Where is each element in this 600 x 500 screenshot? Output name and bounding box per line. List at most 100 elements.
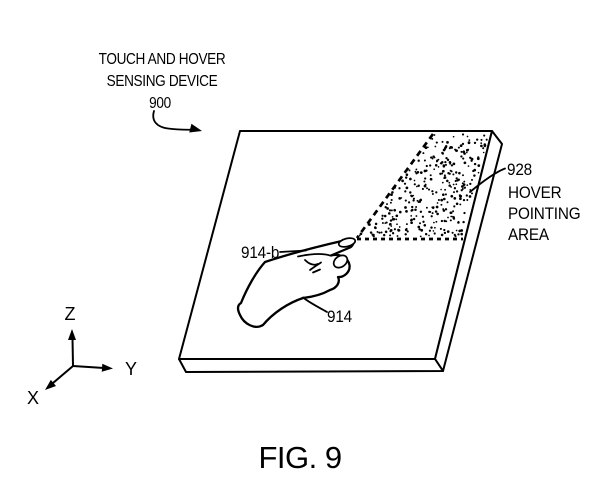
stipple-dot xyxy=(449,219,452,222)
stipple-dot xyxy=(443,174,446,177)
stipple-dot xyxy=(441,181,444,184)
stipple-dot xyxy=(473,162,477,166)
hover-area-label-line1: HOVER xyxy=(508,183,561,202)
stipple-dot xyxy=(448,184,451,187)
stipple-dot xyxy=(462,150,466,154)
stipple-dot xyxy=(450,215,453,218)
stipple-dot xyxy=(435,141,438,144)
stipple-dot xyxy=(386,203,388,206)
stipple-dot xyxy=(374,226,377,230)
stipple-dot xyxy=(455,229,458,232)
stipple-dot xyxy=(395,218,398,221)
stipple-dot xyxy=(467,141,471,145)
stipple-dot xyxy=(395,214,399,218)
stipple-dot xyxy=(480,142,483,144)
stipple-dot xyxy=(442,165,446,168)
stipple-dot xyxy=(415,206,418,208)
stipple-dot xyxy=(411,205,414,209)
stipple-dot xyxy=(404,206,407,209)
stipple-dot xyxy=(387,227,390,230)
stipple-dot xyxy=(384,230,388,234)
stipple-dot xyxy=(453,197,457,200)
stipple-dot xyxy=(468,195,472,198)
hover-ref-label: 928 xyxy=(507,160,532,179)
hover-pointing-area xyxy=(355,133,488,241)
stipple-dot xyxy=(436,212,439,216)
stipple-dot xyxy=(420,228,424,232)
stipple-dot xyxy=(443,147,447,150)
stipple-dot xyxy=(390,209,393,212)
stipple-dot xyxy=(459,197,462,201)
stipple-dot xyxy=(392,217,396,221)
stipple-dot xyxy=(369,231,373,234)
stipple-dot xyxy=(409,177,412,181)
stipple-dot xyxy=(477,164,481,167)
stipple-dot xyxy=(414,170,417,173)
stipple-dot xyxy=(440,188,442,191)
stipple-dot xyxy=(439,227,442,230)
stipple-dot xyxy=(443,228,446,232)
stipple-dot xyxy=(434,226,436,229)
stipple-dot xyxy=(455,183,458,186)
stipple-dot xyxy=(460,150,463,153)
stipple-dot xyxy=(425,164,428,168)
stipple-dot xyxy=(427,188,431,191)
stipple-dot xyxy=(445,156,448,160)
stipple-dot xyxy=(403,182,407,185)
stipple-dot xyxy=(433,221,435,224)
stipple-dot xyxy=(446,141,449,144)
stipple-dot xyxy=(416,199,419,202)
stipple-dot xyxy=(381,222,384,224)
stipple-dot xyxy=(384,222,387,224)
stipple-dot xyxy=(398,187,401,190)
stipple-dot xyxy=(463,180,466,183)
z-axis-arrowhead-icon xyxy=(68,329,76,340)
stipple-dot xyxy=(428,229,432,232)
stipple-dot xyxy=(383,214,387,218)
stipple-dot xyxy=(440,233,444,237)
stipple-dot xyxy=(412,217,416,221)
stipple-dot xyxy=(425,206,428,209)
stipple-dot xyxy=(463,186,466,189)
stipple-dot xyxy=(374,222,378,226)
stipple-dot xyxy=(416,171,420,174)
stipple-dot xyxy=(473,174,476,177)
stipple-dot xyxy=(425,232,427,235)
stipple-dot xyxy=(444,193,447,196)
stipple-dot xyxy=(465,194,468,197)
stipple-dot xyxy=(424,146,428,150)
stipple-dot xyxy=(424,177,427,180)
axis-z-label: Z xyxy=(65,304,76,324)
stipple-dot xyxy=(429,177,433,181)
stipple-dot xyxy=(423,169,427,173)
stipple-dot xyxy=(461,182,464,185)
stipple-dot xyxy=(462,220,465,224)
stipple-dot xyxy=(422,152,425,155)
stipple-dot xyxy=(453,191,455,194)
stipple-dot xyxy=(410,221,413,225)
stipple-dot xyxy=(466,199,469,201)
stipple-dot xyxy=(437,166,440,168)
stipple-dot xyxy=(467,165,470,167)
stipple-dot xyxy=(444,188,447,191)
figure-labels: TOUCH AND HOVER SENSING DEVICE 900 928 H… xyxy=(27,51,581,475)
stipple-dot xyxy=(455,177,458,180)
stipple-dot xyxy=(415,168,418,171)
stipple-dot xyxy=(437,198,440,202)
stipple-dot xyxy=(390,198,393,202)
stipple-dot xyxy=(452,162,456,166)
stipple-dot xyxy=(441,172,444,175)
stipple-dot xyxy=(410,218,413,221)
stipple-dot xyxy=(439,172,442,175)
stipple-dot xyxy=(359,232,363,236)
stipple-dot xyxy=(430,156,433,159)
finger-ref-label: 914 xyxy=(327,307,352,326)
stipple-dot xyxy=(450,194,454,198)
stipple-dot xyxy=(405,227,408,230)
stipple-dot xyxy=(466,184,469,186)
stipple-dot xyxy=(390,225,393,227)
stipple-dot xyxy=(435,205,439,209)
stipple-dot xyxy=(417,184,420,187)
stipple-dot xyxy=(440,198,444,202)
